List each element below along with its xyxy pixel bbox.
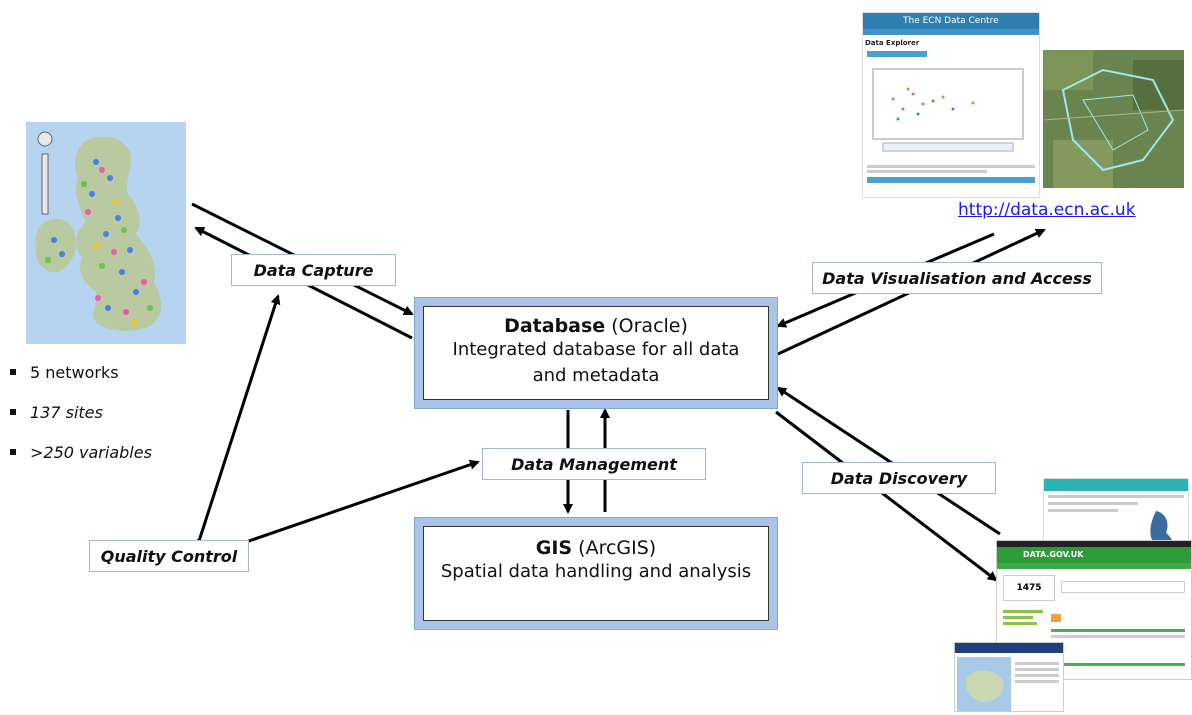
quality-control-label: Quality Control: [89, 540, 249, 572]
data-visualisation-label: Data Visualisation and Access: [812, 262, 1102, 294]
bullet-icon: [10, 449, 16, 455]
data-management-label: Data Management: [482, 448, 706, 480]
gis-box-inner: GIS (ArcGIS) Spatial data handling and a…: [423, 526, 769, 621]
arrow-discovery-to-db: [776, 386, 1001, 536]
list-item: 5 networks: [10, 352, 152, 392]
catalogue-screenshot-front: [954, 642, 1064, 712]
ecn-data-url[interactable]: http://data.ecn.ac.uk: [958, 200, 1136, 220]
uk-sites-map: [26, 122, 186, 344]
data-discovery-label: Data Discovery: [802, 462, 996, 494]
catalogue-header: DATA.GOV.UK: [997, 547, 1191, 563]
catalogue-count: 1475: [1003, 575, 1055, 601]
site-stats-list: 5 networks 137 sites >250 variables: [10, 352, 152, 472]
ecn-screenshot-heading: Data Explorer: [865, 39, 920, 47]
arrow-qc-capture: [192, 294, 281, 548]
gis-description: Spatial data handling and analysis: [440, 561, 752, 582]
arrow-db-to-discovery: [775, 410, 998, 582]
ecn-screenshot-title: The ECN Data Centre: [863, 13, 1039, 29]
ecn-scatter-thumbnail: [872, 68, 1024, 152]
aerial-site-image: [1043, 50, 1184, 188]
database-title: Database (Oracle): [504, 315, 688, 337]
list-item: >250 variables: [10, 432, 152, 472]
gis-title: GIS (ArcGIS): [535, 537, 657, 559]
database-description-1: Integrated database for all data: [452, 339, 740, 360]
gis-box: GIS (ArcGIS) Spatial data handling and a…: [414, 517, 778, 630]
data-capture-label: Data Capture: [231, 254, 396, 286]
ecn-data-centre-screenshot: The ECN Data Centre Data Explorer: [862, 12, 1040, 198]
europe-map-icon: [957, 657, 1011, 711]
database-description-2: and metadata: [532, 365, 660, 386]
database-box: Database (Oracle) Integrated database fo…: [414, 297, 778, 409]
list-item: 137 sites: [10, 392, 152, 432]
arrow-qc-management: [236, 459, 480, 550]
bullet-icon: [10, 369, 16, 375]
database-box-inner: Database (Oracle) Integrated database fo…: [423, 306, 769, 400]
bullet-icon: [10, 409, 16, 415]
